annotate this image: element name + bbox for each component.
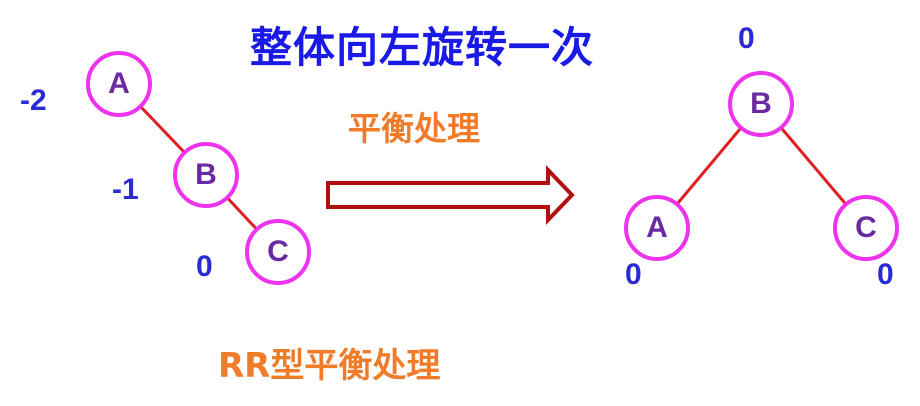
- node-label: A: [108, 67, 130, 100]
- after-balance-c: 0: [877, 258, 894, 291]
- before-node-c: C: [245, 219, 311, 285]
- node-label: C: [855, 211, 877, 244]
- node-label: B: [750, 87, 772, 120]
- before-balance-b: -1: [112, 173, 139, 206]
- before-node-b: B: [173, 142, 239, 208]
- node-label: B: [195, 158, 217, 191]
- diagram-title: 整体向左旋转一次: [250, 23, 595, 72]
- after-balance-b: 0: [738, 22, 755, 55]
- after-balance-a: 0: [625, 258, 642, 291]
- operation-label: 平衡处理: [348, 109, 480, 148]
- node-label: A: [646, 211, 668, 244]
- after-node-a: A: [624, 195, 690, 261]
- after-node-b: B: [728, 71, 794, 137]
- before-balance-a: -2: [20, 84, 47, 117]
- after-node-c: C: [833, 195, 899, 261]
- rotation-type-label: RR型平衡处理: [218, 346, 441, 386]
- node-label: C: [267, 235, 289, 268]
- before-node-a: A: [86, 51, 152, 117]
- before-balance-c: 0: [196, 250, 213, 283]
- transform-arrow: [326, 165, 575, 225]
